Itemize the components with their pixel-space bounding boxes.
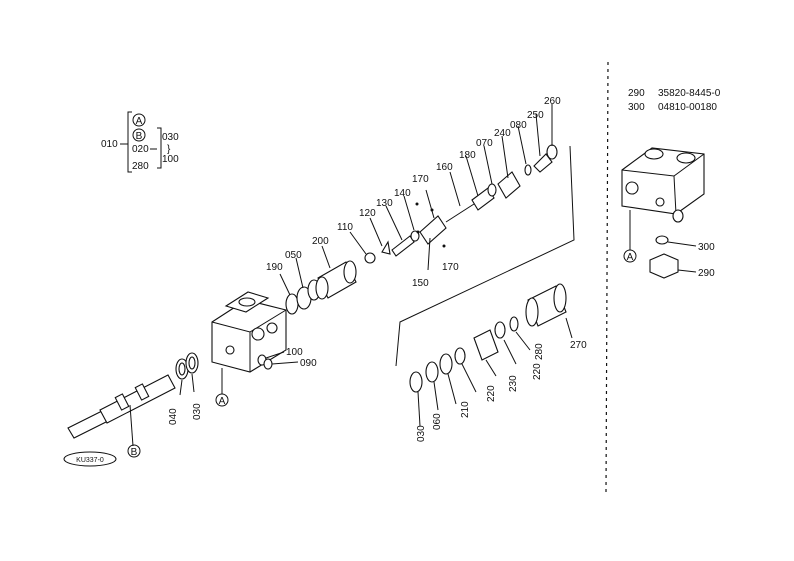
- callout-240: 240: [494, 128, 511, 139]
- callout-110: 110: [337, 222, 353, 233]
- callout-220-a: 220: [532, 363, 543, 380]
- parts-table: 290 35820-8445-0 300 04810-00180: [628, 88, 721, 113]
- spool-part: B: [67, 374, 176, 458]
- key-line-030: 030: [162, 132, 179, 143]
- callout-040: 040: [168, 408, 179, 425]
- key-line-280: 280: [132, 161, 149, 172]
- key-circle-a: A: [136, 116, 143, 127]
- parts-180-260: 180 070 240 080 250 260: [459, 96, 561, 211]
- callout-090: 090: [300, 358, 317, 369]
- parts-110-160: 110 120 130 140 160 170 150 170: [337, 162, 475, 289]
- parts-no-290: 35820-8445-0: [658, 88, 721, 99]
- right-valve-body: 300 290 A: [621, 147, 715, 279]
- figure-code: KU337-0: [76, 457, 104, 464]
- parts-ref-300: 300: [628, 102, 645, 113]
- section-divider: [605, 61, 609, 493]
- callout-120: 120: [359, 208, 376, 219]
- key-line-brace: }: [167, 144, 171, 155]
- exploded-view-frame: [395, 145, 575, 367]
- callout-100: 100: [286, 347, 303, 358]
- callout-160: 160: [436, 162, 453, 173]
- callout-190: 190: [266, 262, 283, 273]
- callout-200: 200: [312, 236, 329, 247]
- key-line-020: 020: [132, 144, 149, 155]
- small-parts-100-090: 100 090: [257, 347, 317, 370]
- callout-290: 290: [698, 268, 715, 279]
- callout-060: 060: [432, 413, 443, 430]
- callout-280: 280: [534, 343, 545, 360]
- assembly-key: A B 010 020 280 030 } 100: [101, 111, 179, 173]
- callout-170-top: 170: [412, 174, 429, 185]
- callout-070: 070: [476, 138, 493, 149]
- callout-250: 250: [527, 110, 544, 121]
- callout-180: 180: [459, 150, 476, 161]
- key-circle-b: B: [136, 131, 143, 142]
- callout-a-right: A: [627, 252, 634, 263]
- key-line-010: 010: [101, 139, 118, 150]
- callout-030-a: 030: [192, 403, 203, 420]
- callout-170-bottom: 170: [442, 262, 459, 273]
- callout-230: 230: [508, 375, 519, 392]
- callout-080: 080: [510, 120, 527, 131]
- callout-a-body: A: [219, 396, 226, 407]
- valve-body: A: [211, 291, 287, 407]
- parts-ref-290: 290: [628, 88, 645, 99]
- seal-parts-left: 040 030: [168, 352, 203, 425]
- callout-260: 260: [544, 96, 561, 107]
- callout-300: 300: [698, 242, 715, 253]
- callout-210: 210: [460, 401, 471, 418]
- callout-030-b: 030: [416, 425, 427, 442]
- parts-no-300: 04810-00180: [658, 102, 717, 113]
- callout-130: 130: [376, 198, 393, 209]
- key-line-100: 100: [162, 154, 179, 165]
- callout-b-spool: B: [131, 447, 138, 458]
- callout-220-b: 220: [486, 385, 497, 402]
- callout-140: 140: [394, 188, 411, 199]
- parts-270-030: 270 280 220 230 220 210 060 030: [409, 283, 587, 442]
- callout-270: 270: [570, 340, 587, 351]
- figure-code-badge: KU337-0: [63, 451, 117, 467]
- parts-190-050-200: 190 050 200: [266, 236, 357, 315]
- callout-050: 050: [285, 250, 302, 261]
- callout-150: 150: [412, 278, 429, 289]
